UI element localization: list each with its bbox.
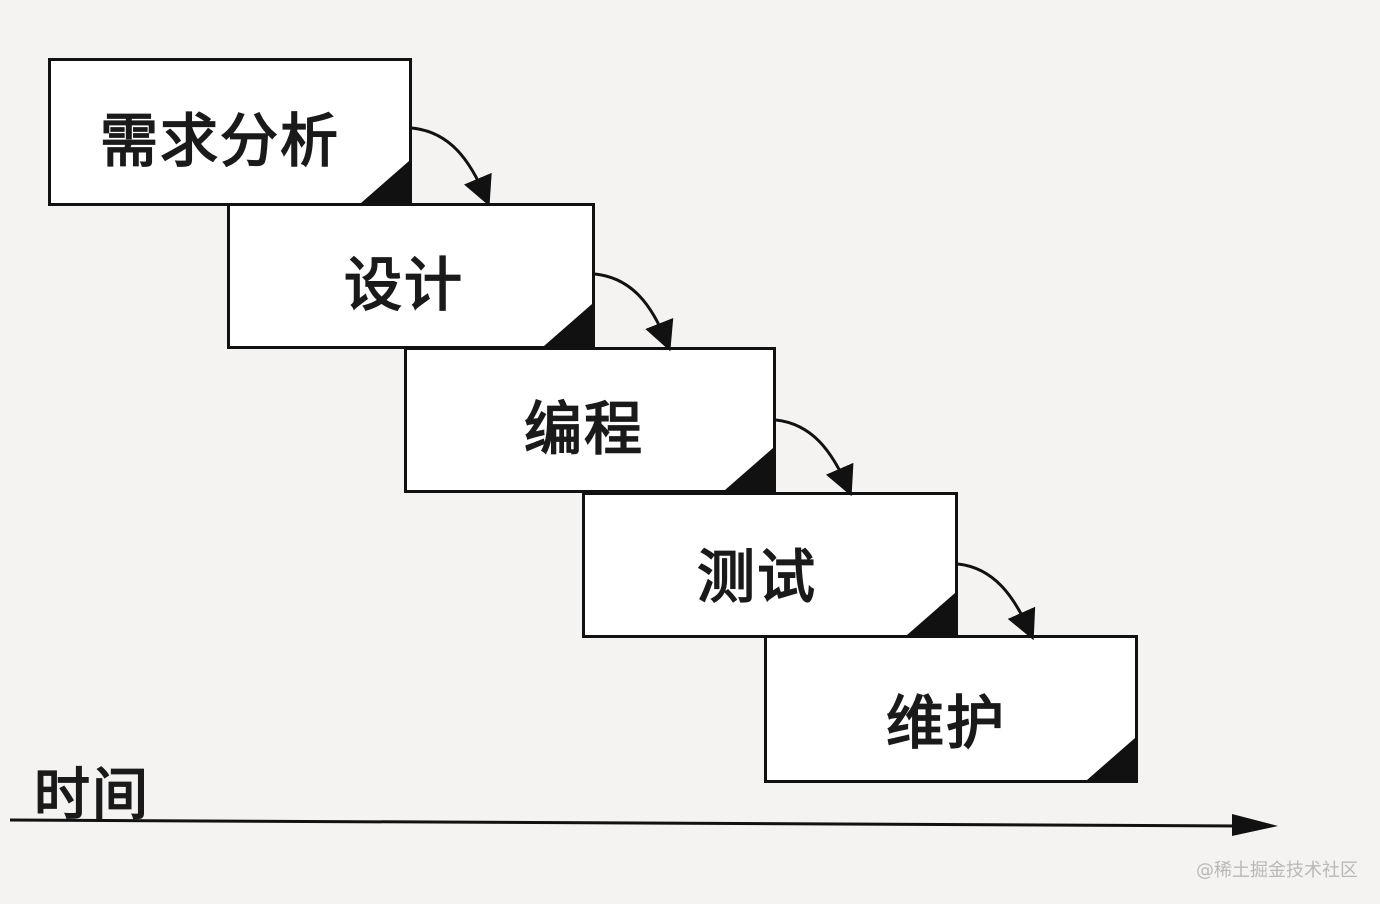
flow-arrow-3: [775, 418, 854, 497]
stage-box-requirements: [48, 58, 412, 206]
stage-label-design: 设计: [344, 251, 465, 319]
corner-mark: [1087, 738, 1135, 780]
stage-box-testing: [582, 492, 958, 638]
flow-arrow-1: [411, 126, 492, 207]
time-axis-line: [9, 818, 1241, 828]
stage-label-maintenance: 维护: [886, 689, 1007, 757]
stage-box-maintenance: [764, 635, 1138, 783]
stage-box-design: [227, 203, 595, 349]
flow-arrow-2: [594, 272, 674, 352]
corner-mark: [907, 593, 955, 635]
corner-mark: [725, 448, 773, 490]
corner-mark: [544, 304, 592, 346]
watermark-text: @稀土掘金技术社区: [1196, 860, 1358, 881]
stage-label-coding: 编程: [524, 395, 645, 463]
time-axis-label: 时间: [34, 763, 150, 828]
corner-mark: [361, 161, 409, 203]
flow-arrow-4: [957, 562, 1036, 641]
time-axis-arrowhead: [1232, 814, 1278, 836]
stage-label-testing: 测试: [697, 543, 818, 611]
stage-label-requirements: 需求分析: [100, 107, 341, 175]
stage-box-coding: [404, 347, 776, 493]
